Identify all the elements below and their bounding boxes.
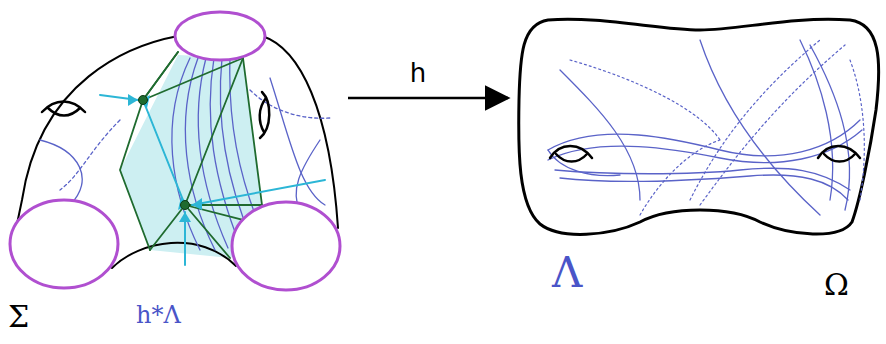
surface-name: Σ <box>8 300 29 333</box>
surface-sigma: Σh*Λ <box>0 0 345 344</box>
surface-omega: ΛΩ <box>512 0 886 344</box>
lamination-label: h*Λ <box>136 302 181 328</box>
lamination-label: Λ <box>552 250 582 296</box>
map-arrow <box>348 97 508 100</box>
map-label: h <box>407 59 429 88</box>
surface-name: Ω <box>824 268 849 301</box>
